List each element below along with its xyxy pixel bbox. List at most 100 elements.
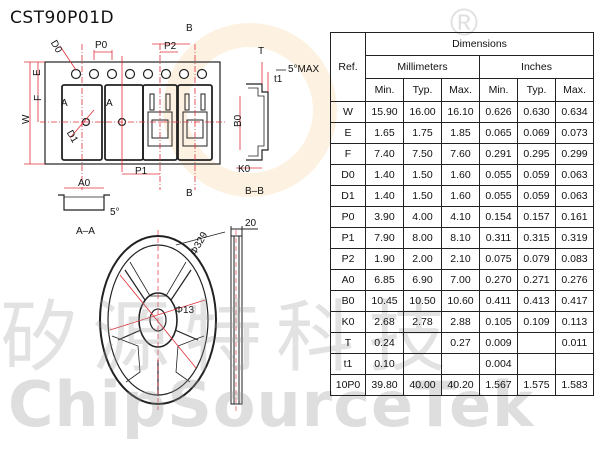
label-p2: P2	[164, 41, 177, 52]
label-section-aa: A–A	[76, 226, 95, 237]
value-cell: 0.009	[479, 332, 518, 354]
ref-cell: T	[330, 332, 366, 354]
ref-header: Ref.	[330, 32, 366, 102]
ref-cell: D0	[330, 164, 366, 186]
value-cell: 2.68	[365, 311, 404, 333]
value-cell: 7.60	[441, 143, 480, 165]
ref-cell: t1	[330, 353, 366, 375]
value-cell: 2.78	[403, 311, 442, 333]
value-cell: 0.276	[555, 269, 594, 291]
dimensions-table: Ref. Dimensions Millimeters Inches Min. …	[330, 32, 594, 396]
label-w: W	[21, 114, 32, 124]
subheader-row: Min. Typ. Max. Min. Typ. Max.	[331, 78, 594, 102]
value-cell: 0.10	[365, 353, 404, 375]
label-b-bottom: B	[186, 188, 193, 199]
ref-cell: B0	[330, 290, 366, 312]
value-cell: 16.00	[403, 101, 442, 123]
value-cell: 2.00	[403, 248, 442, 270]
value-cell: 4.10	[441, 206, 480, 228]
watermark-swoosh	[163, 23, 337, 197]
value-cell: 0.27	[441, 332, 480, 354]
value-cell: 0.311	[479, 227, 518, 249]
value-cell: 39.80	[365, 374, 404, 396]
value-cell: 0.065	[479, 122, 518, 144]
value-cell: 0.626	[479, 101, 518, 123]
value-cell: 1.50	[403, 185, 442, 207]
value-cell: 10.60	[441, 290, 480, 312]
value-cell: 0.011	[555, 332, 594, 354]
value-cell: 0.109	[517, 311, 556, 333]
value-cell: 0.059	[517, 164, 556, 186]
value-cell: 0.161	[555, 206, 594, 228]
value-cell: 0.073	[555, 122, 594, 144]
ref-cell: E	[330, 122, 366, 144]
part-number-title: CST90P01D	[10, 8, 115, 28]
label-f: F	[33, 95, 44, 101]
value-cell: 0.055	[479, 185, 518, 207]
ref-cell: K0	[330, 311, 366, 333]
value-cell: 0.270	[479, 269, 518, 291]
value-cell: 0.271	[517, 269, 556, 291]
label-5-deg: 5°	[110, 207, 120, 218]
label-phi329: Φ329	[188, 230, 210, 257]
label-b-top: B	[186, 23, 193, 34]
value-cell: 0.413	[517, 290, 556, 312]
subheader-cell: Typ.	[517, 78, 556, 102]
label-5-max: 5°MAX	[288, 64, 320, 75]
value-cell: 0.157	[517, 206, 556, 228]
value-cell: 40.20	[441, 374, 480, 396]
ref-cell: W	[330, 101, 366, 123]
label-p1: P1	[135, 166, 148, 177]
value-cell: 10.50	[403, 290, 442, 312]
value-cell: 1.60	[441, 185, 480, 207]
value-cell: 8.10	[441, 227, 480, 249]
value-cell: 0.411	[479, 290, 518, 312]
value-cell: 16.10	[441, 101, 480, 123]
label-k0: K0	[238, 164, 251, 175]
ref-cell: F	[330, 143, 366, 165]
value-cell: 1.65	[365, 122, 404, 144]
value-cell	[403, 353, 442, 375]
inches-header: Inches	[479, 55, 594, 79]
value-cell: 4.00	[403, 206, 442, 228]
subheader-cell: Min.	[479, 78, 518, 102]
value-cell: 0.059	[517, 185, 556, 207]
value-cell: 0.315	[517, 227, 556, 249]
value-cell: 0.055	[479, 164, 518, 186]
value-cell: 1.75	[403, 122, 442, 144]
value-cell: 0.075	[479, 248, 518, 270]
value-cell: 0.069	[517, 122, 556, 144]
ref-cell: A0	[330, 269, 366, 291]
value-cell: 1.40	[365, 185, 404, 207]
subheader-cell: Typ.	[403, 78, 442, 102]
value-cell	[517, 332, 556, 354]
subheader-cell: Min.	[365, 78, 404, 102]
label-a-left: A	[61, 98, 68, 109]
section-bb-side-view	[236, 62, 286, 169]
value-cell: 0.291	[479, 143, 518, 165]
value-cell: 0.295	[517, 143, 556, 165]
value-cell: 0.154	[479, 206, 518, 228]
label-a-mid: A	[106, 98, 113, 109]
value-cell	[555, 353, 594, 375]
value-cell: 10.45	[365, 290, 404, 312]
value-cell: 1.567	[479, 374, 518, 396]
ref-cell: P0	[330, 206, 366, 228]
value-cell: 0.299	[555, 143, 594, 165]
value-cell: 1.60	[441, 164, 480, 186]
value-cell: 0.004	[479, 353, 518, 375]
label-phi13: Φ13	[175, 305, 195, 316]
value-cell: 0.063	[555, 164, 594, 186]
value-cell: 7.40	[365, 143, 404, 165]
